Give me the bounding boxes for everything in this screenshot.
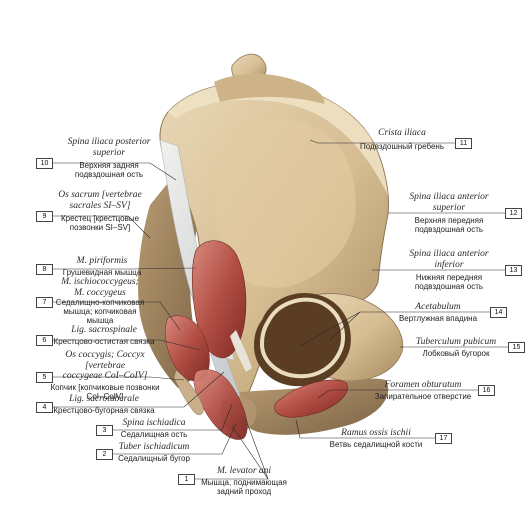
latin-term: Lig. sacrospinale	[71, 325, 137, 335]
marker-7: 7	[36, 297, 53, 308]
russian-term: Крестцово-бугорная связка	[53, 405, 155, 415]
latin-term: Tuber ischiadicum	[118, 442, 190, 452]
marker-8: 8	[36, 264, 53, 275]
russian-term: Седалищный бугор	[118, 453, 190, 463]
label-os-sacrum: Os sacrum [vertebrae sacrales SI–SV] Кре…	[52, 190, 148, 233]
russian-term: Нижняя передняя подвздошная ость	[414, 273, 484, 292]
russian-term: Верхняя передняя подвздошная ость	[414, 216, 484, 235]
russian-term: Седалищная ость	[120, 429, 188, 439]
latin-term: Tuberculum pubicum	[415, 337, 497, 347]
russian-term: Крестцово-остистая связка	[53, 336, 155, 346]
marker-3: 3	[96, 425, 113, 436]
label-tuber-ischiadicum: Tuber ischiadicum Седалищный бугор	[112, 442, 196, 464]
marker-10: 10	[36, 158, 53, 169]
marker-14: 14	[490, 307, 507, 318]
iliac-crest	[168, 82, 388, 196]
sacral-base	[214, 73, 325, 104]
leader-lines	[52, 139, 510, 480]
label-lig-sacrotuberale: Lig. sacrotuberale Крестцово-бугорная св…	[52, 394, 156, 416]
label-crista-iliaca: Crista iliaca Подвздошный гребень	[350, 128, 454, 152]
latin-term: Acetabulum	[415, 302, 461, 312]
marker-4: 4	[36, 402, 53, 413]
label-spina-iliaca-anterior-superior: Spina iliaca anterior superior Верхняя п…	[394, 192, 504, 235]
coccyx-shape	[173, 369, 204, 415]
obturator-foramen	[274, 379, 348, 418]
label-m-piriformis: M. piriformis Грушевидная мышца	[54, 256, 150, 278]
russian-term: Запирательное отверстие	[374, 391, 472, 401]
latin-term: M. levator ani	[216, 466, 272, 476]
label-lig-sacrospinale: Lig. sacrospinale Крестцово-остистая свя…	[52, 325, 156, 347]
marker-12: 12	[505, 208, 522, 219]
label-acetabulum: Acetabulum Вертлужная впадина	[386, 302, 490, 324]
piriformis-tendon	[230, 330, 252, 372]
latin-term: Lig. sacrotuberale	[69, 394, 139, 404]
marker-6: 6	[36, 335, 53, 346]
marker-16: 16	[478, 385, 495, 396]
marker-9: 9	[36, 211, 53, 222]
label-foramen-obturatum: Foramen obturatum Запирательное отверсти…	[368, 380, 478, 402]
latin-term: Spina iliaca anterior inferior	[409, 249, 489, 270]
marker-1: 1	[178, 474, 195, 485]
russian-term: Верхняя задняя подвздошная ость	[74, 161, 144, 180]
label-m-levator-ani: M. levator ani Мышца, поднимающая задний…	[194, 466, 294, 497]
russian-term: Вертлужная впадина	[398, 313, 478, 323]
latin-term: Ramus ossis ischii	[341, 428, 411, 438]
marker-2: 2	[96, 449, 113, 460]
label-m-coccygeus: M. ischiococcygeus; M. coccygeus Седалищ…	[50, 277, 150, 326]
label-os-coccygis: Os coccygis; Coccyx [vertebrae coccygeae…	[50, 350, 160, 402]
acetabulum-cavity	[254, 293, 351, 387]
russian-term: Лобковый бугорок	[422, 348, 490, 358]
russian-term: Мышца, поднимающая задний проход	[201, 477, 287, 496]
russian-term: Крестец [крестцовые позвонки SI–SV]	[60, 214, 140, 233]
russian-term: Ветвь седалищной кости	[329, 439, 423, 449]
latin-term: Spina ischiadica	[122, 418, 186, 428]
latin-term: Spina iliaca posterior superior	[67, 137, 151, 158]
latin-term: M. piriformis	[76, 256, 128, 266]
russian-term: Грушевидная мышца	[62, 267, 142, 277]
marker-5: 5	[36, 372, 53, 383]
latin-term: Spina iliaca anterior superior	[409, 192, 489, 213]
russian-term: Подвздошный гребень	[360, 141, 444, 151]
marker-11: 11	[455, 138, 472, 149]
label-tuberculum-pubicum: Tuberculum pubicum Лобковый бугорок	[404, 337, 508, 359]
label-spina-ischiadica: Spina ischiadica Седалищная ость	[112, 418, 196, 440]
marker-13: 13	[505, 265, 522, 276]
label-spina-iliaca-anterior-inferior: Spina iliaca anterior inferior Нижняя пе…	[394, 249, 504, 292]
russian-term: Седалищно-копчиковая мышца; копчиковая м…	[55, 298, 145, 326]
iliac-fossa	[211, 116, 356, 288]
latin-term: Os coccygis; Coccyx [vertebrae coccygeae…	[62, 350, 148, 382]
latin-term: M. ischiococcygeus; M. coccygeus	[61, 277, 139, 298]
latin-term: Crista iliaca	[378, 128, 426, 138]
label-ramus-ossis-ischii: Ramus ossis ischii Ветвь седалищной кост…	[318, 428, 434, 450]
latin-term: Foramen obturatum	[384, 380, 462, 390]
russian-term: Копчик [копчиковые позвонки CoI–CoIV]	[50, 382, 160, 401]
acetabulum-rim	[259, 297, 345, 379]
latin-term: Os sacrum [vertebrae sacrales SI–SV]	[58, 190, 142, 211]
marker-15: 15	[508, 342, 525, 353]
label-spina-iliaca-posterior-superior: Spina iliaca posterior superior Верхняя …	[54, 137, 164, 180]
marker-17: 17	[435, 433, 452, 444]
